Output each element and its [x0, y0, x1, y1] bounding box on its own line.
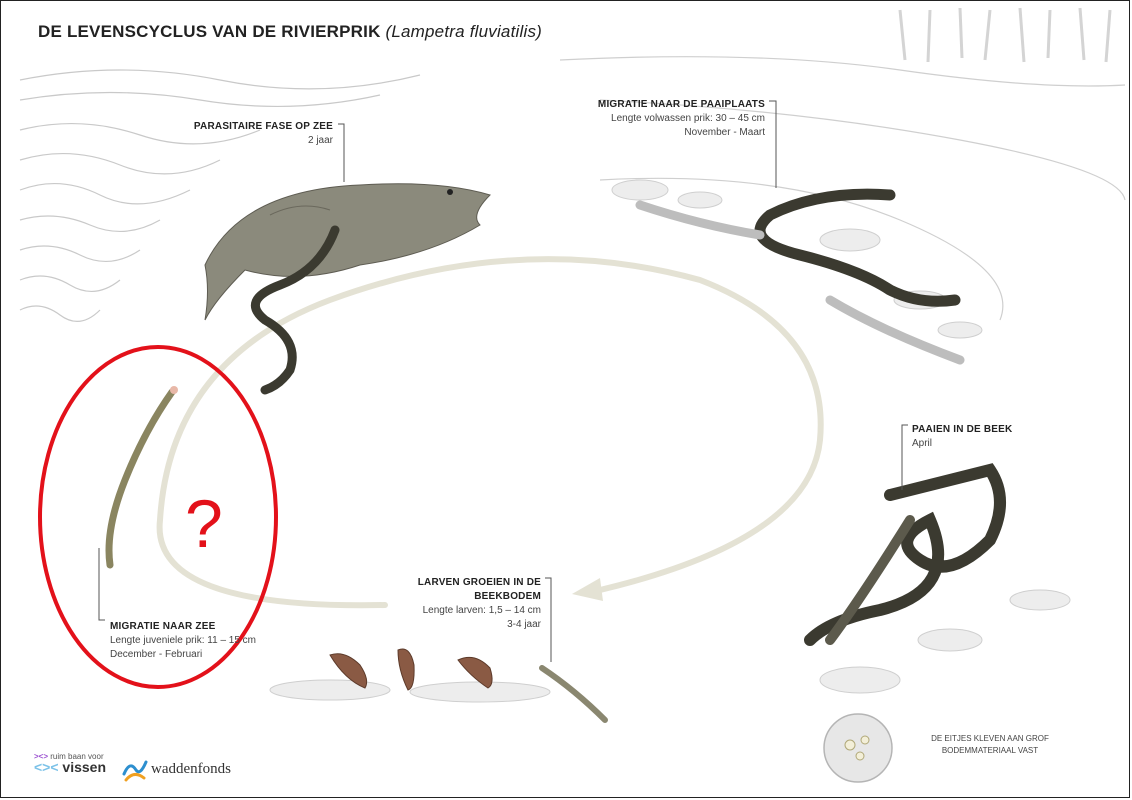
cycle-arrowhead — [572, 578, 603, 601]
stage-larvae-length: Lengte larven: 1,5 – 14 cm — [385, 604, 541, 618]
stage-larvae-head-2: BEEKBODEM — [385, 590, 541, 604]
stage-larvae-head-1: LARVEN GROEIEN IN DE — [385, 576, 541, 590]
stage-migration-sea-length: Lengte juveniele prik: 11 – 15 cm — [110, 634, 310, 648]
eggs-caption-line-1: DE EITJES KLEVEN AAN GROF — [905, 733, 1075, 745]
stage-spawning: PAAIEN IN DE BEEK April — [912, 423, 1072, 451]
stage-parasitic-head: PARASITAIRE FASE OP ZEE — [168, 120, 333, 134]
stage-migration-sea-head: MIGRATIE NAAR ZEE — [110, 620, 310, 634]
eggs-inset — [824, 714, 892, 782]
stage-larvae-duration: 3-4 jaar — [385, 618, 541, 632]
page-title: DE LEVENSCYCLUS VAN DE RIVIERPRIK (Lampe… — [38, 22, 542, 42]
rbv-big-text: vissen — [62, 759, 106, 775]
stage-migration-sea-period: December - Februari — [110, 648, 310, 662]
stage-migration-spawn: MIGRATIE NAAR DE PAAIPLAATS Lengte volwa… — [560, 98, 765, 140]
waddenfonds-icon — [122, 756, 148, 782]
cod-fish — [205, 184, 490, 320]
stage-larvae: LARVEN GROEIEN IN DE BEEKBODEM Lengte la… — [385, 576, 541, 632]
lamprey-spawn-1 — [810, 470, 1000, 640]
title-latin: (Lampetra fluviatilis) — [386, 22, 543, 41]
lamprey-shadow — [640, 205, 960, 360]
larva-swimming — [542, 668, 605, 720]
stage-migration-spawn-head: MIGRATIE NAAR DE PAAIPLAATS — [560, 98, 765, 112]
stage-parasitic: PARASITAIRE FASE OP ZEE 2 jaar — [168, 120, 333, 148]
waddenfonds-logo: waddenfonds — [122, 756, 231, 782]
stage-migration-spawn-period: November - Maart — [560, 126, 765, 140]
trees — [900, 8, 1110, 62]
title-main: DE LEVENSCYCLUS VAN DE RIVIERPRIK — [38, 22, 381, 41]
eggs-caption: DE EITJES KLEVEN AAN GROF BODEMMATERIAAL… — [905, 733, 1075, 757]
eggs-caption-line-2: BODEMMATERIAAL VAST — [905, 745, 1075, 757]
waddenfonds-text: waddenfonds — [151, 761, 231, 778]
stage-spawning-period: April — [912, 437, 1072, 451]
stage-migration-sea: MIGRATIE NAAR ZEE Lengte juveniele prik:… — [110, 620, 310, 662]
question-mark: ? — [185, 485, 223, 563]
stage-migration-spawn-length: Lengte volwassen prik: 30 – 45 cm — [560, 112, 765, 126]
rbv-fish-icon: <>< — [34, 759, 59, 775]
lamprey-spawn-2 — [830, 520, 910, 640]
stage-parasitic-duration: 2 jaar — [168, 134, 333, 148]
stage-spawning-head: PAAIEN IN DE BEEK — [912, 423, 1072, 437]
rbv-logo: ><> ruim baan voor <>< vissen — [34, 752, 106, 775]
